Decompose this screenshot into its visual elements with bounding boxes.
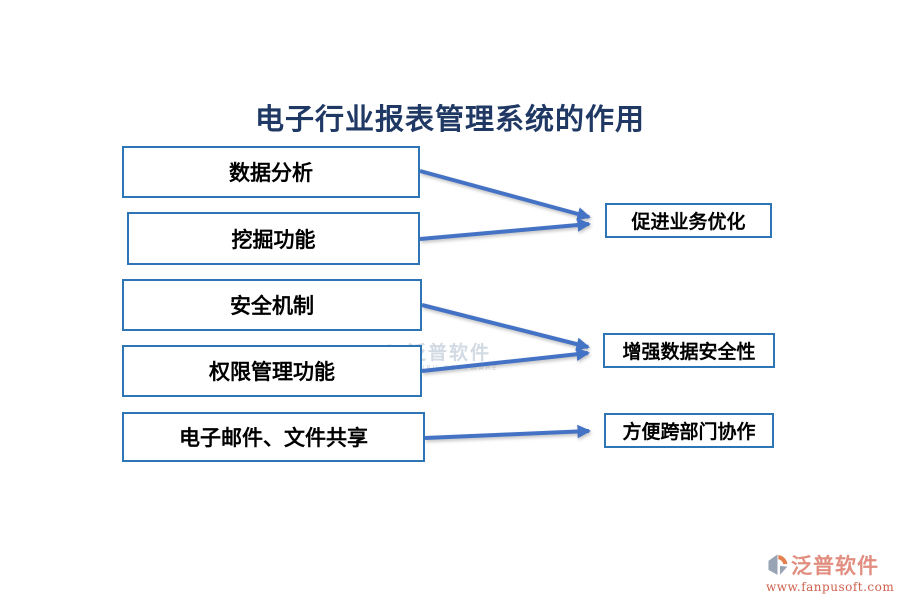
benefit-box-business-optimization: 促进业务优化 (605, 203, 772, 238)
feature-box-permission-management: 权限管理功能 (122, 345, 422, 397)
feature-box-security-mechanism: 安全机制 (122, 279, 422, 331)
feature-box-email-file-sharing: 电子邮件、文件共享 (122, 412, 425, 462)
benefit-box-data-security: 增强数据安全性 (603, 333, 775, 368)
feature-box-data-analysis: 数据分析 (122, 146, 420, 198)
feature-box-mining: 挖掘功能 (127, 212, 420, 265)
fanpu-logo-icon (768, 554, 788, 575)
page-title: 电子行业报表管理系统的作用 (254, 102, 645, 136)
bottom-right-watermark-url: www.fanpusoft.com (766, 580, 895, 594)
benefit-box-cross-department: 方便跨部门协作 (604, 413, 774, 448)
bottom-right-watermark-brand: 泛普软件 (791, 553, 879, 578)
bottom-right-watermark: 泛普软件 www.fanpusoft.com (766, 550, 895, 594)
